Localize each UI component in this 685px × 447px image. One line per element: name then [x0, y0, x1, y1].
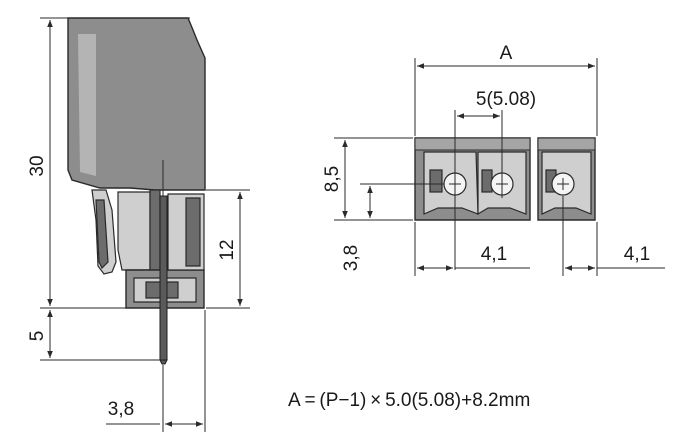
dim-pitch: 5(5.08): [476, 89, 536, 110]
position-2-slot: [481, 169, 493, 193]
inner-channel: [117, 191, 151, 271]
housing-body: [67, 17, 206, 191]
dim-height-total: 30: [27, 155, 48, 176]
dim-height-body: 12: [217, 239, 238, 260]
dim-height: 8,5: [322, 166, 343, 192]
position-1-slot: [429, 169, 443, 193]
front-view-dimensions: A 5(5.08) 8,5 3,8 4,1 4,1: [322, 43, 665, 276]
pin: [159, 195, 168, 361]
dim-pin-length: 5: [27, 331, 48, 342]
latch-lever-shade: [95, 199, 109, 270]
dim-edge-right: 4,1: [624, 244, 650, 265]
dim-width: A: [500, 43, 513, 64]
housing-highlight: [78, 34, 96, 176]
dim-thickness: 3,8: [108, 399, 134, 420]
terminal-block-left-top: [414, 137, 531, 151]
dim-edge-left: 4,1: [481, 244, 507, 265]
side-view-dimensions: 30 12 5 3,8: [27, 17, 250, 432]
side-view: [67, 17, 206, 365]
width-formula: A = (P−1) × 5.0(5.08)+8.2mm: [288, 390, 530, 411]
inner-channel-wall: [149, 189, 161, 273]
terminal-block-right-top: [537, 137, 596, 151]
dim-pin-height: 3,8: [341, 245, 362, 271]
pin-tip: [159, 359, 168, 365]
front-view: [414, 137, 596, 221]
right-wall-shade: [185, 197, 201, 267]
